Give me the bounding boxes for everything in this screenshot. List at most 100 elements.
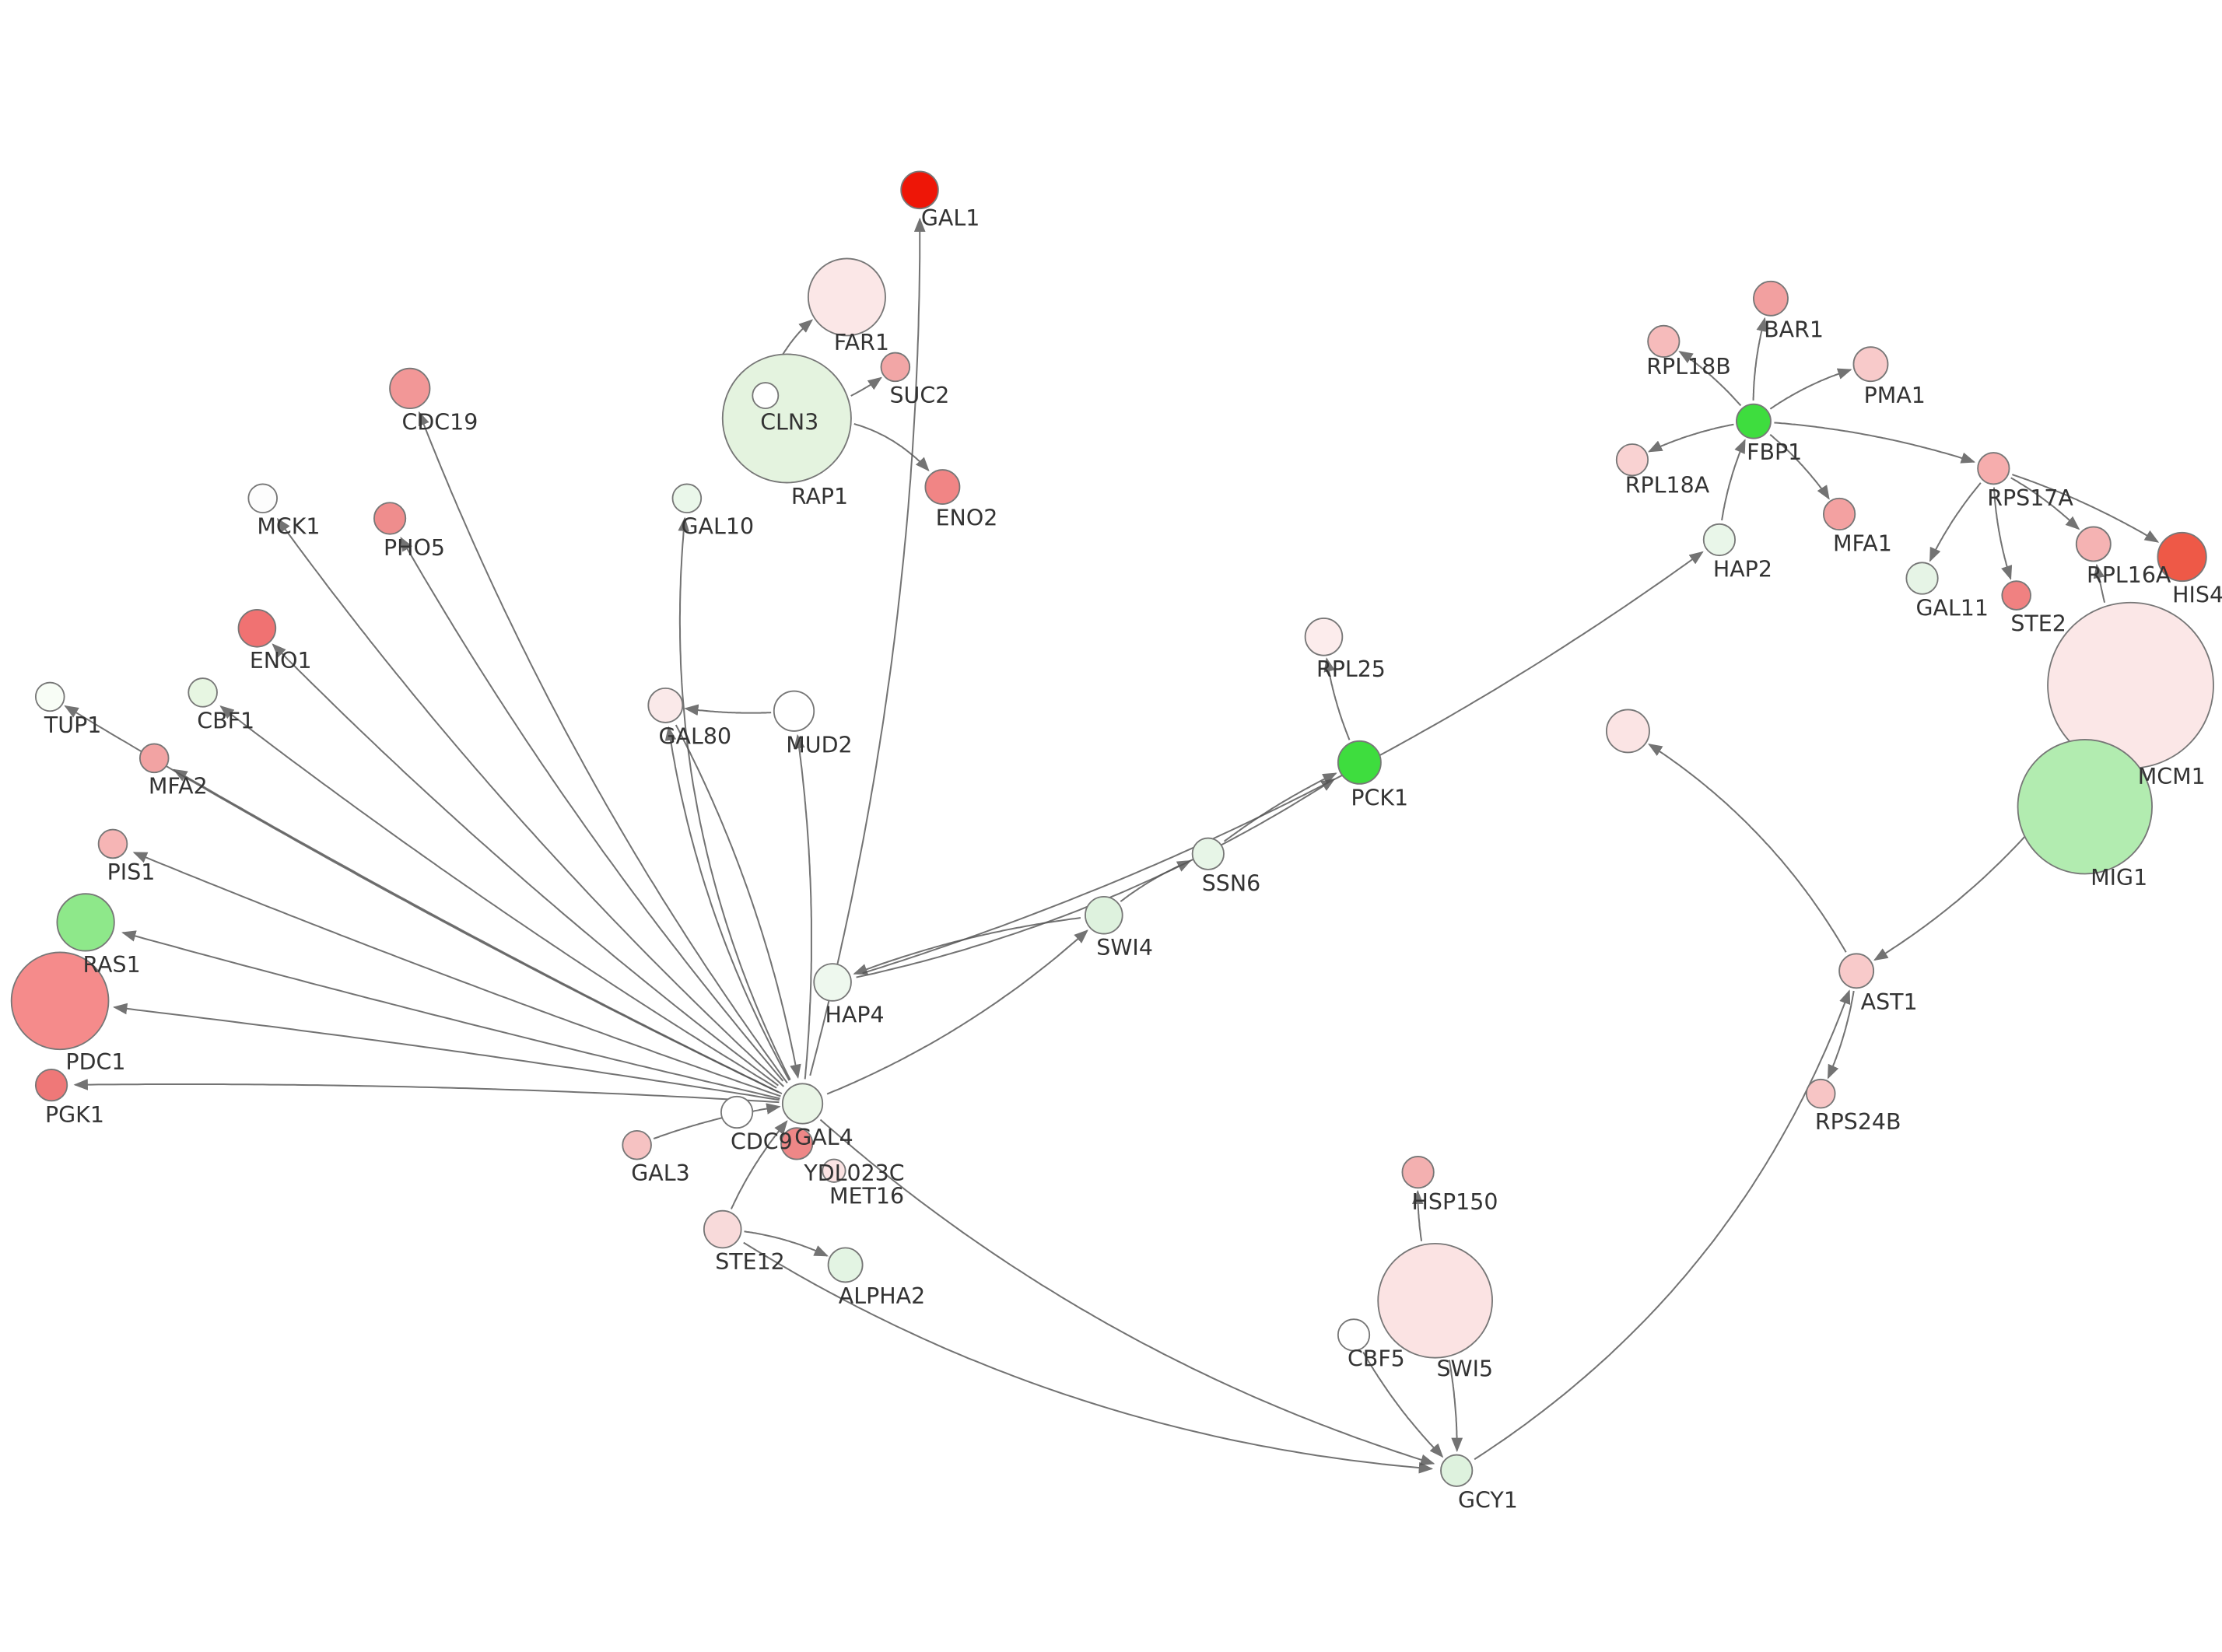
node-YDL023C[interactable] — [780, 1127, 814, 1160]
node-PDC1[interactable] — [10, 951, 110, 1051]
edge-STE12-GCY1[interactable] — [743, 1241, 1434, 1474]
edge-GAL4-PIS1[interactable] — [132, 852, 781, 1097]
node-MFA1[interactable] — [1822, 497, 1856, 531]
node-PIS1[interactable] — [97, 828, 128, 859]
node-FAR1[interactable] — [807, 257, 886, 337]
node-UNK1[interactable] — [1605, 709, 1650, 754]
edge-MCM1-RPL16A[interactable] — [2093, 563, 2106, 604]
edge-STE12-ALPHA2[interactable] — [744, 1230, 829, 1257]
node-RAS1[interactable] — [56, 893, 115, 952]
edge-GAL4-PHO5[interactable] — [400, 537, 784, 1082]
node-CLN3[interactable] — [752, 382, 780, 410]
edge-GAL4-PGK1[interactable] — [73, 1079, 780, 1104]
edge-HAP4-HAP2[interactable] — [862, 551, 1704, 975]
node-SSN6[interactable] — [1191, 837, 1225, 870]
node-SUC2[interactable] — [880, 352, 911, 383]
node-GAL80[interactable] — [647, 687, 684, 723]
node-AST1[interactable] — [1838, 953, 1875, 989]
edge-FBP1-RPS17A[interactable] — [1774, 422, 1976, 464]
edge-RPS17A-GAL11[interactable] — [1929, 482, 1982, 562]
edge-FBP1-RPL18B[interactable] — [1678, 351, 1742, 407]
edge-AST1-RPS24B[interactable] — [1827, 990, 1855, 1080]
node-BAR1[interactable] — [1753, 280, 1789, 317]
edge-SSN6-PCK1[interactable] — [1223, 772, 1337, 842]
edge-PCK1-RPL25[interactable] — [1323, 657, 1351, 740]
edge-GAL4-CBF1[interactable] — [219, 705, 777, 1089]
node-STE12[interactable] — [703, 1209, 742, 1249]
node-CDC19[interactable] — [389, 367, 431, 410]
node-GAL4[interactable] — [781, 1083, 824, 1125]
edge-GAL4-GAL80[interactable] — [664, 726, 790, 1081]
node-RAP1[interactable] — [721, 353, 852, 484]
node-MFA2[interactable] — [138, 743, 170, 774]
edge-GAL80-GAL4[interactable] — [675, 724, 801, 1080]
node-RPL16A[interactable] — [2075, 526, 2112, 562]
node-SWI4[interactable] — [1085, 895, 1123, 935]
edge-HAP4-PCK1[interactable] — [856, 778, 1336, 978]
node-ENO1[interactable] — [237, 609, 277, 648]
edge-GAL4-RAS1[interactable] — [121, 930, 780, 1100]
node-CBF5[interactable] — [1337, 1318, 1371, 1352]
node-FBP1[interactable] — [1736, 403, 1772, 439]
node-HAP4[interactable] — [813, 963, 852, 1002]
edge-GAL4-GCY1[interactable] — [819, 1118, 1435, 1465]
node-MCK1[interactable] — [247, 483, 278, 514]
edge-RAP1-SUC2[interactable] — [850, 376, 882, 397]
edge-GAL3-GAL4[interactable] — [653, 1103, 781, 1139]
node-HAP2[interactable] — [1702, 523, 1737, 557]
node-GAL10[interactable] — [671, 483, 703, 514]
node-HIS4[interactable] — [2157, 531, 2207, 583]
node-RPL25[interactable] — [1304, 618, 1344, 656]
node-HSP150[interactable] — [1401, 1155, 1435, 1189]
node-ENO2[interactable] — [924, 469, 961, 506]
edge-RPS17A-STE2[interactable] — [1993, 487, 2013, 580]
edge-SWI4-SSN6[interactable] — [1120, 859, 1192, 902]
node-RPL18B[interactable] — [1647, 324, 1681, 358]
edge-GAL4-GAL10[interactable] — [678, 516, 791, 1080]
edge-RAP1-ENO2[interactable] — [853, 422, 930, 472]
edge-SWI5-GCY1[interactable] — [1448, 1360, 1463, 1453]
edge-MUD2-GAL80[interactable] — [684, 704, 772, 716]
edge-GAL4-SWI4[interactable] — [826, 929, 1088, 1095]
node-MUD2[interactable] — [773, 690, 815, 732]
edge-SWI5-HSP150[interactable] — [1411, 1189, 1424, 1241]
edge-GAL4-MFA2[interactable] — [173, 768, 783, 1095]
edge-GAL4-GAL1[interactable] — [809, 217, 926, 1076]
edge-FBP1-RPL18A[interactable] — [1647, 423, 1734, 453]
node-PHO5[interactable] — [373, 502, 407, 535]
edge-CBF5-GCY1[interactable] — [1362, 1352, 1444, 1458]
node-GAL3[interactable] — [622, 1129, 652, 1160]
node-PMA1[interactable] — [1852, 346, 1889, 383]
edge-FBP1-PMA1[interactable] — [1769, 368, 1852, 410]
node-RPL18A[interactable] — [1615, 443, 1649, 477]
node-SWI5[interactable] — [1377, 1242, 1493, 1359]
node-TUP1[interactable] — [34, 681, 65, 712]
node-ALPHA2[interactable] — [827, 1247, 864, 1283]
edge-FBP1-BAR1[interactable] — [1752, 317, 1768, 401]
edge-GAL4-CDC19[interactable] — [418, 411, 788, 1083]
edge-GCY1-AST1[interactable] — [1474, 989, 1851, 1461]
node-RPS24B[interactable] — [1805, 1078, 1836, 1109]
edge-FBP1-MFA1[interactable] — [1769, 433, 1830, 500]
node-CBF1[interactable] — [188, 677, 218, 708]
node-PCK1[interactable] — [1337, 740, 1382, 785]
node-STE2[interactable] — [2001, 580, 2031, 611]
node-MIG1[interactable] — [2017, 739, 2153, 875]
edge-GAL4-PDC1[interactable] — [113, 1003, 780, 1101]
edge-RPS17A-HIS4[interactable] — [2012, 474, 2160, 543]
node-PGK1[interactable] — [34, 1069, 68, 1102]
edge-GAL4-MCK1[interactable] — [276, 517, 785, 1087]
node-CDC9[interactable] — [720, 1095, 754, 1129]
edge-STE12-GAL4[interactable] — [731, 1120, 788, 1209]
node-GAL1[interactable] — [900, 170, 939, 210]
edge-HAP2-FBP1[interactable] — [1721, 439, 1746, 521]
edge-GAL4-ENO1[interactable] — [272, 643, 779, 1087]
node-GCY1[interactable] — [1440, 1454, 1474, 1487]
node-RPS17A[interactable] — [1977, 452, 2010, 485]
edge-AST1-UNK1[interactable] — [1648, 744, 1847, 953]
edge-RPS17A-RPL16A[interactable] — [2010, 477, 2080, 530]
node-GAL11[interactable] — [1905, 562, 1939, 595]
edge-GAL4-TUP1[interactable] — [64, 705, 779, 1094]
edge-GAL4-MUD2[interactable] — [794, 733, 812, 1080]
